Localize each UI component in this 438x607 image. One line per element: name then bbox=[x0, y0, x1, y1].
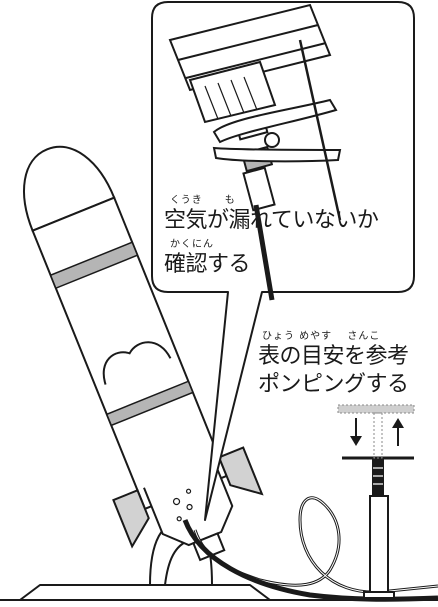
callout-ruby-2: かくにん bbox=[170, 239, 214, 250]
launch-stand bbox=[19, 519, 271, 601]
air-hose bbox=[193, 496, 438, 594]
clip-icon bbox=[168, 3, 342, 301]
up-down-arrows-icon bbox=[337, 404, 415, 459]
instruction-ruby-1: ひょう めやす さんこ bbox=[262, 331, 381, 342]
instruction-line-2: ポンピングする bbox=[258, 372, 409, 397]
instruction-line-1: 表の目安を参考 bbox=[258, 344, 409, 369]
callout-ruby-1: くうき も bbox=[170, 195, 236, 206]
air-pump-icon bbox=[342, 456, 414, 599]
callout-line-1: 空気が漏れていないか bbox=[164, 208, 379, 233]
callout-line-2: 確認する bbox=[164, 252, 251, 277]
